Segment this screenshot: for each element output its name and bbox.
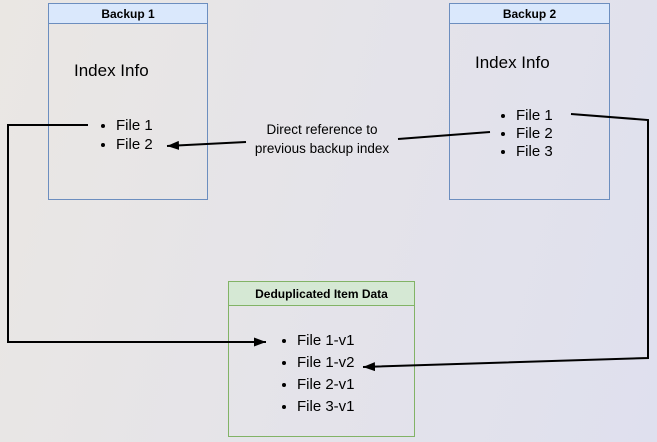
list-item: File 3-v1 — [297, 396, 355, 418]
node-backup2: Backup 2 Index Info File 1 File 2 File 3 — [449, 3, 610, 200]
node-backup2-title: Backup 2 — [502, 6, 557, 21]
list-item: File 1-v1 — [297, 330, 355, 352]
backup1-index-info-label: Index Info — [74, 61, 149, 80]
backup2-file-list: File 1 File 2 File 3 — [499, 107, 553, 161]
edge-label: Direct reference to previous backup inde… — [212, 120, 432, 158]
list-item: File 2 — [116, 135, 153, 154]
node-backup2-header: Backup 2 — [450, 4, 609, 24]
list-item: File 2 — [516, 125, 553, 143]
node-backup1: Backup 1 Index Info File 1 File 2 — [48, 3, 208, 200]
node-backup1-title: Backup 1 — [101, 6, 155, 21]
node-dedup-title: Deduplicated Item Data — [255, 286, 388, 301]
node-deduplicated-item-data: Deduplicated Item Data File 1-v1 File 1-… — [228, 281, 415, 437]
edge-label-line2: previous backup index — [254, 141, 390, 156]
list-item: File 3 — [516, 143, 553, 161]
list-item: File 2-v1 — [297, 374, 355, 396]
dedup-file-list: File 1-v1 File 1-v2 File 2-v1 File 3-v1 — [280, 330, 355, 418]
list-item: File 1-v2 — [297, 352, 355, 374]
list-item: File 1 — [516, 107, 553, 125]
backup2-index-info-label: Index Info — [475, 53, 550, 72]
node-backup1-header: Backup 1 — [49, 4, 207, 24]
list-item: File 1 — [116, 116, 153, 135]
backup1-file-list: File 1 File 2 — [99, 116, 153, 154]
node-dedup-header: Deduplicated Item Data — [229, 282, 414, 306]
edge-label-line1: Direct reference to — [266, 122, 378, 137]
